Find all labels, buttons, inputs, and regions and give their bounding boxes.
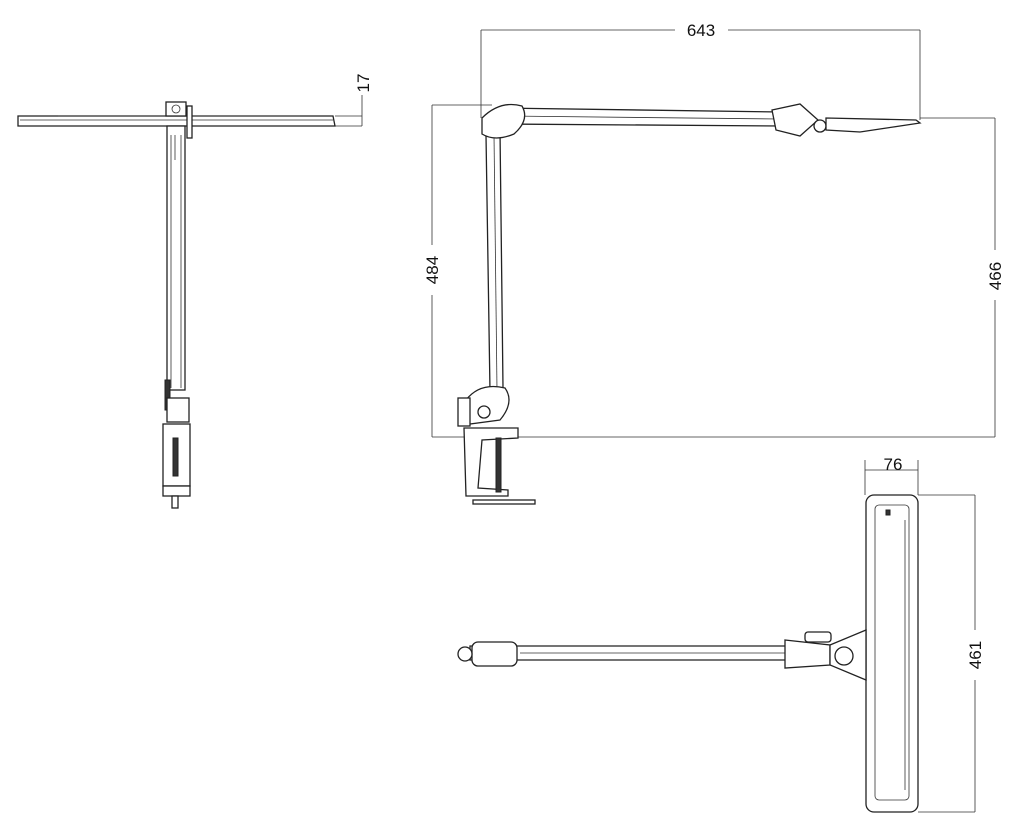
dim-panel-thickness: 17	[354, 74, 373, 93]
side-view: 643 484 466	[423, 21, 1005, 505]
dim-panel-height: 466	[986, 262, 1005, 290]
dim-panel-length: 461	[966, 641, 985, 669]
dim-panel-width: 76	[884, 455, 903, 474]
dim-total-height: 484	[423, 256, 442, 284]
front-view: 17	[17, 74, 373, 509]
top-view: 76 461	[457, 455, 985, 813]
dim-reach: 643	[687, 21, 715, 40]
